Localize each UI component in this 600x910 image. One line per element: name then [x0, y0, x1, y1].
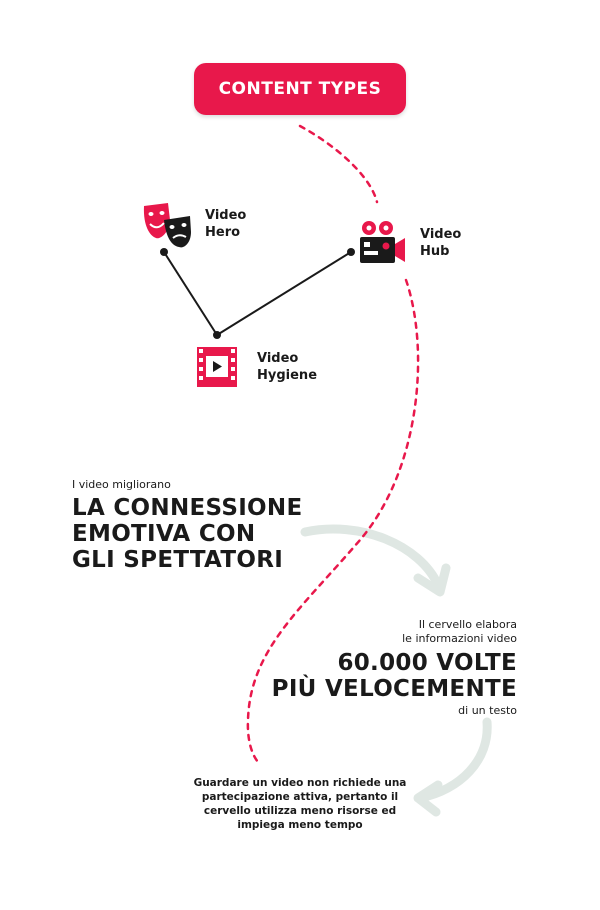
curved-arrow-icon — [300, 524, 443, 590]
fact-headline-line: EMOTIVA CON — [72, 521, 256, 547]
node-label-line: Hub — [420, 244, 450, 259]
fact-headline-line: LA CONNESSIONE — [72, 495, 303, 521]
node-label-hero: Video Hero — [205, 207, 246, 241]
curved-arrow-head — [413, 780, 443, 817]
fact-intro: Il cervello elabora — [418, 618, 517, 631]
fact-processing-speed: Il cervello elabora le informazioni vide… — [272, 618, 517, 718]
fact-intro: le informazioni video — [402, 632, 517, 645]
dotted-connector — [298, 124, 379, 204]
fact-outro: di un testo — [458, 704, 517, 717]
node-dot — [160, 248, 168, 256]
fact-intro: I video migliorano — [72, 478, 171, 491]
fact-paragraph-line: Guardare un video non richiede una — [193, 777, 407, 789]
node-label-line: Video — [257, 351, 299, 366]
fact-headline-line: 60.000 VOLTE — [337, 650, 517, 676]
connector-hygiene-hub — [216, 251, 352, 336]
node-label-line: Video — [420, 227, 462, 242]
node-label-line: Hygiene — [257, 368, 318, 383]
fact-paragraph-line: cervello utilizza meno risorse ed — [203, 805, 397, 817]
fact-emotional-connection: I video migliorano LA CONNESSIONE EMOTIV… — [72, 478, 302, 573]
node-label-hygiene: Video Hygiene — [257, 350, 317, 384]
curved-arrow-icon — [415, 717, 492, 803]
node-dot — [347, 248, 355, 256]
theater-masks-icon — [143, 203, 191, 248]
content-types-header: CONTENT TYPES — [194, 63, 406, 115]
video-player-icon — [197, 347, 237, 387]
fact-headline-line: PIÙ VELOCEMENTE — [271, 676, 517, 702]
curved-arrow-head — [413, 563, 451, 597]
dotted-connector — [246, 278, 420, 764]
fact-passive-viewing: Guardare un video non richiede una parte… — [180, 776, 420, 832]
node-dot — [213, 331, 221, 339]
connector-hero-hygiene — [163, 251, 218, 336]
node-label-line: Hero — [205, 225, 241, 240]
fact-paragraph-line: impiega meno tempo — [237, 819, 363, 831]
film-camera-icon — [360, 221, 405, 263]
node-label-hub: Video Hub — [420, 226, 461, 260]
node-label-line: Video — [205, 208, 247, 223]
fact-paragraph-line: partecipazione attiva, pertanto il — [201, 791, 399, 803]
fact-headline-line: GLI SPETTATORI — [72, 547, 284, 573]
